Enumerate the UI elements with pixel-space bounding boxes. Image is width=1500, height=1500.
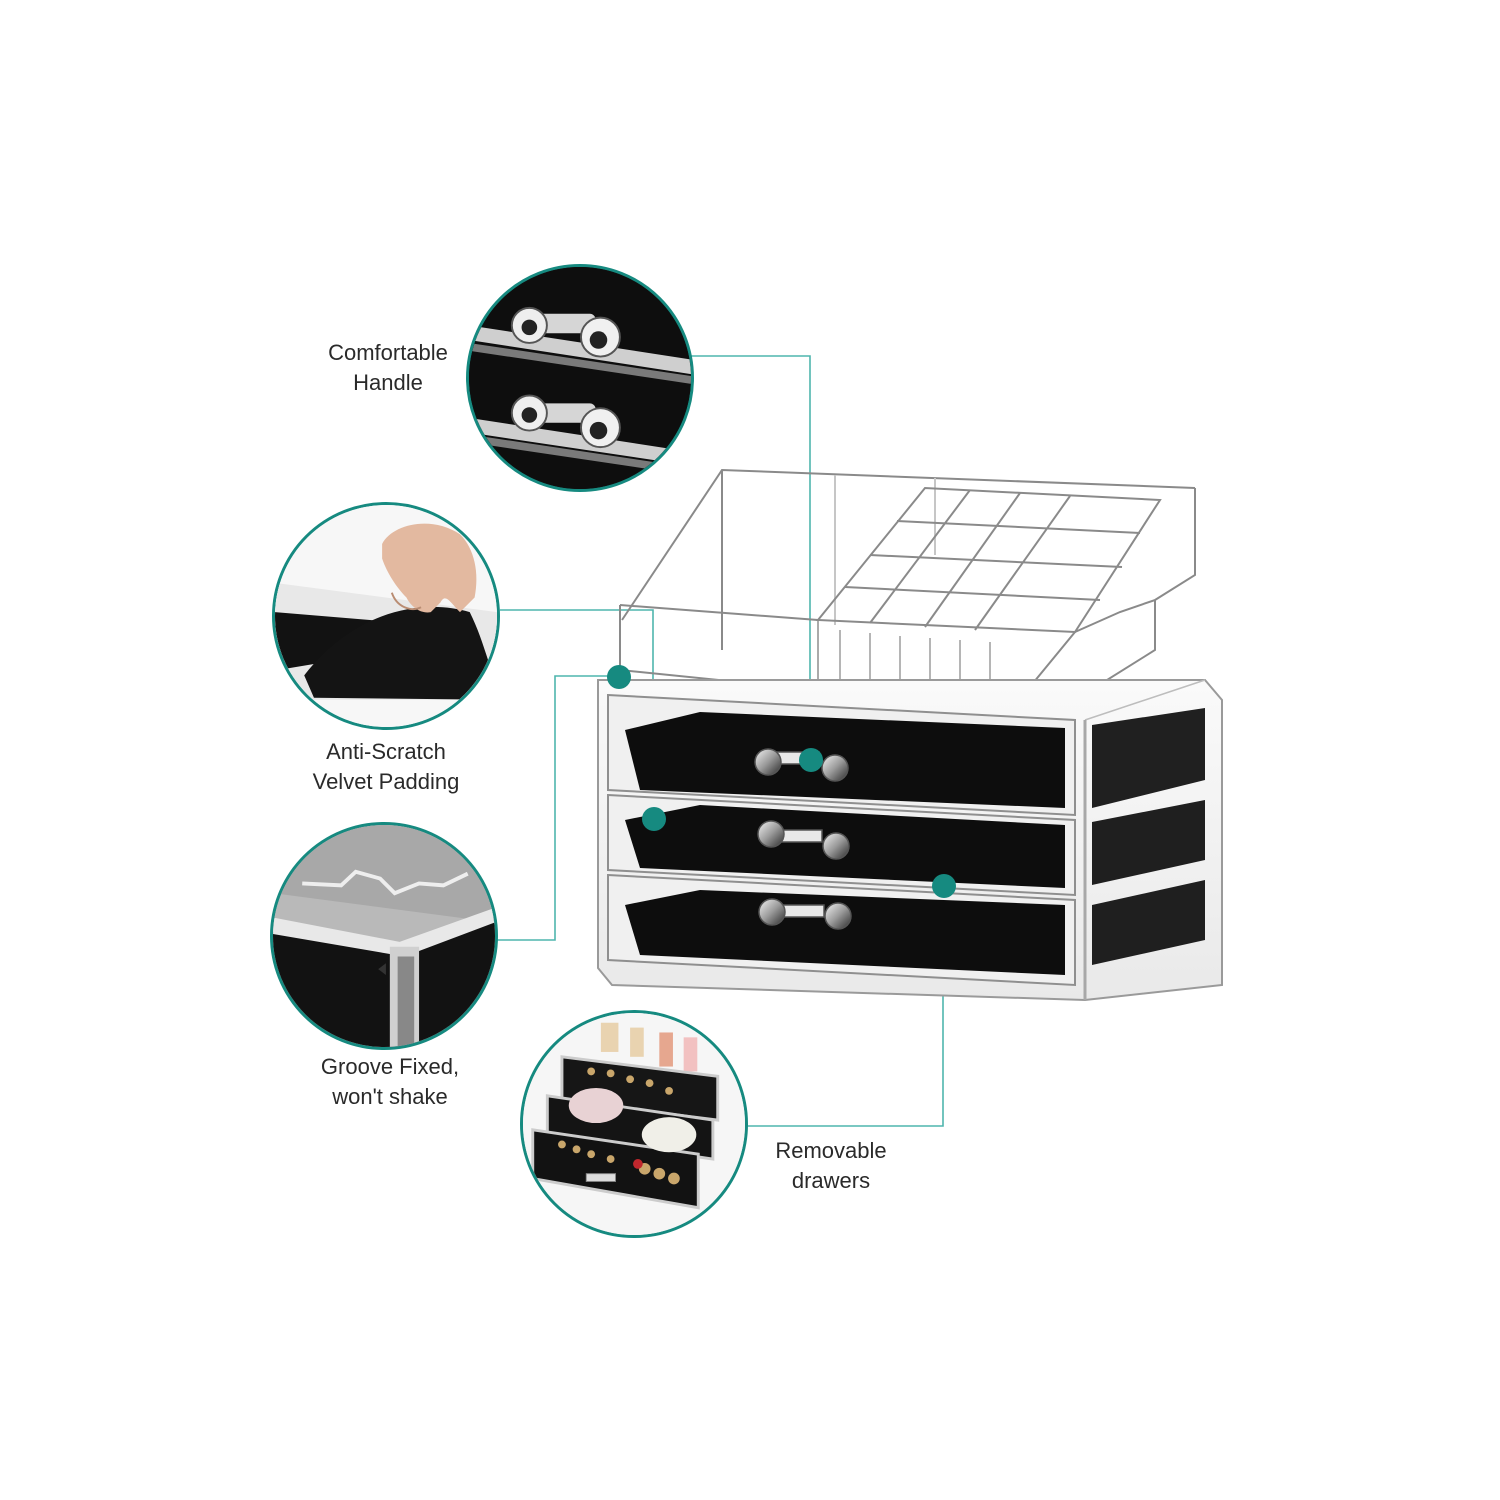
handle-connector-line: [690, 355, 811, 760]
groove-dot: [607, 665, 631, 689]
drawers-dot: [932, 874, 956, 898]
drawers-feature-label: Removable drawers: [775, 1138, 887, 1193]
velvet-pad-closeup-icon: [275, 505, 497, 727]
groove-connector-line: [494, 675, 618, 941]
velvet-feature-label: Anti-Scratch Velvet Padding: [312, 739, 460, 794]
drawer-cabinet: [597, 679, 1223, 1002]
velvet-dot: [642, 807, 666, 831]
drawers-with-jewelry-closeup-icon: [523, 1013, 745, 1235]
drawer-handle-closeup-icon: [469, 267, 691, 489]
drawer-handles: [754, 748, 852, 930]
velvet-closeup-image: [272, 502, 500, 730]
groove-closeup-image: [270, 822, 498, 1050]
drawer-3: [607, 873, 1205, 987]
handle-feature-label: Comfortable Handle: [328, 340, 448, 395]
handle-closeup-image: [466, 264, 694, 492]
groove-corner-closeup-icon: [273, 825, 495, 1047]
handle-dot: [799, 748, 823, 772]
drawers-closeup-image: [520, 1010, 748, 1238]
groove-feature-label: Groove Fixed, won't shake: [320, 1054, 460, 1109]
